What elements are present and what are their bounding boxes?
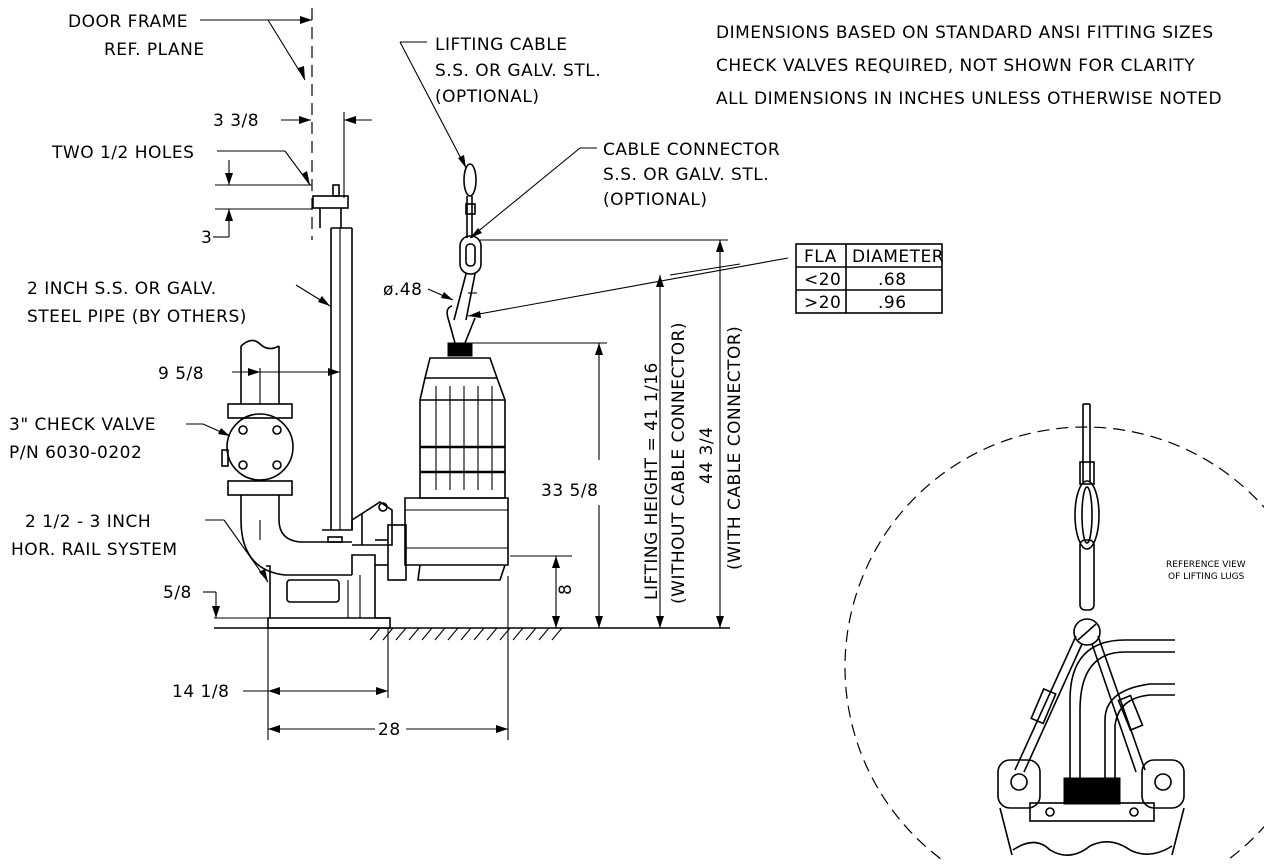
pipe-label-2: STEEL PIPE (BY OTHERS) xyxy=(27,307,247,327)
dim-phi-48-text: ø.48 xyxy=(383,280,422,300)
dim-lifting-height: LIFTING HEIGHT = 41 1/16 (WITHOUT CABLE … xyxy=(642,275,689,628)
fla-row-2: >20 xyxy=(804,293,841,313)
lifting-cable-label-2: S.S. OR GALV. STL. xyxy=(435,61,601,81)
cable-connector-label-3: (OPTIONAL) xyxy=(603,190,708,210)
two-holes-text: TWO 1/2 HOLES xyxy=(51,143,194,163)
check-valve-label-1: 3" CHECK VALVE xyxy=(9,415,156,435)
note-check-valves: CHECK VALVES REQUIRED, NOT SHOWN FOR CLA… xyxy=(716,56,1195,76)
dim-28-text: 28 xyxy=(378,720,401,740)
dim-3-text: 3 xyxy=(201,228,212,248)
dim-33-5-8-text: 33 5/8 xyxy=(541,481,598,501)
lifting-cable xyxy=(453,163,482,321)
floor-line xyxy=(214,627,730,641)
door-frame-callout: DOOR FRAME REF. PLANE xyxy=(68,12,312,81)
cable-connector-callout: CABLE CONNECTOR S.S. OR GALV. STL. (OPTI… xyxy=(469,140,780,239)
dim-44-3-4: 44 3/4 (WITH CABLE CONNECTOR) xyxy=(697,240,745,628)
rail-system-callout: 2 1/2 - 3 INCH HOR. RAIL SYSTEM xyxy=(11,512,269,583)
guide-bracket xyxy=(312,184,349,228)
note-ansi: DIMENSIONS BASED ON STANDARD ANSI FITTIN… xyxy=(716,23,1214,43)
check-valve-label-2: P/N 6030-0202 xyxy=(9,443,142,463)
diameter-row-2: .96 xyxy=(878,293,907,313)
dim-33-5-8: 33 5/8 xyxy=(541,343,603,628)
pipe-callout: 2 INCH S.S. OR GALV. STEEL PIPE (BY OTHE… xyxy=(27,279,331,327)
dim-8: 8 xyxy=(510,555,576,628)
dim-44-3-4-text: 44 3/4 xyxy=(697,427,717,484)
rail-base xyxy=(266,501,393,629)
fla-header: FLA xyxy=(804,247,837,267)
dim-3-3-8: 3 3/8 xyxy=(213,111,372,198)
pump-body xyxy=(375,305,509,581)
discharge-pipe xyxy=(221,339,352,576)
without-connector-text: (WITHOUT CABLE CONNECTOR) xyxy=(669,322,689,604)
diameter-row-1: .68 xyxy=(878,270,907,290)
cable-connector-label-2: S.S. OR GALV. STL. xyxy=(603,165,769,185)
door-frame-label-1: DOOR FRAME xyxy=(68,12,188,32)
dim-8-text: 8 xyxy=(556,584,576,595)
lifting-height-text: LIFTING HEIGHT = 41 1/16 xyxy=(642,362,662,600)
rail-label-1: 2 1/2 - 3 INCH xyxy=(25,512,151,532)
dim-14-1-8: 14 1/8 xyxy=(172,628,389,740)
diameter-header: DIAMETER xyxy=(852,247,944,267)
door-frame-label-2: REF. PLANE xyxy=(104,40,205,60)
lifting-cable-label-1: LIFTING CABLE xyxy=(435,35,568,55)
lifting-cable-callout: LIFTING CABLE S.S. OR GALV. STL. (OPTION… xyxy=(399,35,601,169)
check-valve-callout: 3" CHECK VALVE P/N 6030-0202 xyxy=(9,415,231,463)
dim-5-8-text: 5/8 xyxy=(163,583,192,603)
reference-view-label-1: REFERENCE VIEW xyxy=(1166,560,1246,570)
with-connector-text: (WITH CABLE CONNECTOR) xyxy=(725,326,745,570)
reference-view: REFERENCE VIEW OF LIFTING LUGS xyxy=(844,403,1264,865)
lifting-cable-label-3: (OPTIONAL) xyxy=(435,87,540,107)
two-holes-callout: TWO 1/2 HOLES xyxy=(51,143,311,186)
fla-table: FLA DIAMETER <20 .68 >20 .96 xyxy=(795,243,944,314)
table-leader xyxy=(467,257,789,318)
dim-5-8: 5/8 xyxy=(163,583,270,619)
dim-9-5-8-text: 9 5/8 xyxy=(158,364,204,384)
reference-view-label-2: OF LIFTING LUGS xyxy=(1168,572,1245,582)
dim-28: 28 xyxy=(268,576,509,740)
cable-connector-label-1: CABLE CONNECTOR xyxy=(603,140,780,160)
pipe-label-1: 2 INCH S.S. OR GALV. xyxy=(27,279,217,299)
dim-3: 3 xyxy=(201,160,312,248)
dim-3-3-8-text: 3 3/8 xyxy=(213,111,259,131)
fla-row-1: <20 xyxy=(804,270,841,290)
rail-label-2: HOR. RAIL SYSTEM xyxy=(11,540,178,560)
note-units: ALL DIMENSIONS IN INCHES UNLESS OTHERWIS… xyxy=(716,89,1222,109)
dim-14-1-8-text: 14 1/8 xyxy=(172,682,229,702)
dim-9-5-8: 9 5/8 xyxy=(158,364,340,384)
guide-pipe xyxy=(330,227,353,530)
dim-phi-48: ø.48 xyxy=(383,280,454,301)
